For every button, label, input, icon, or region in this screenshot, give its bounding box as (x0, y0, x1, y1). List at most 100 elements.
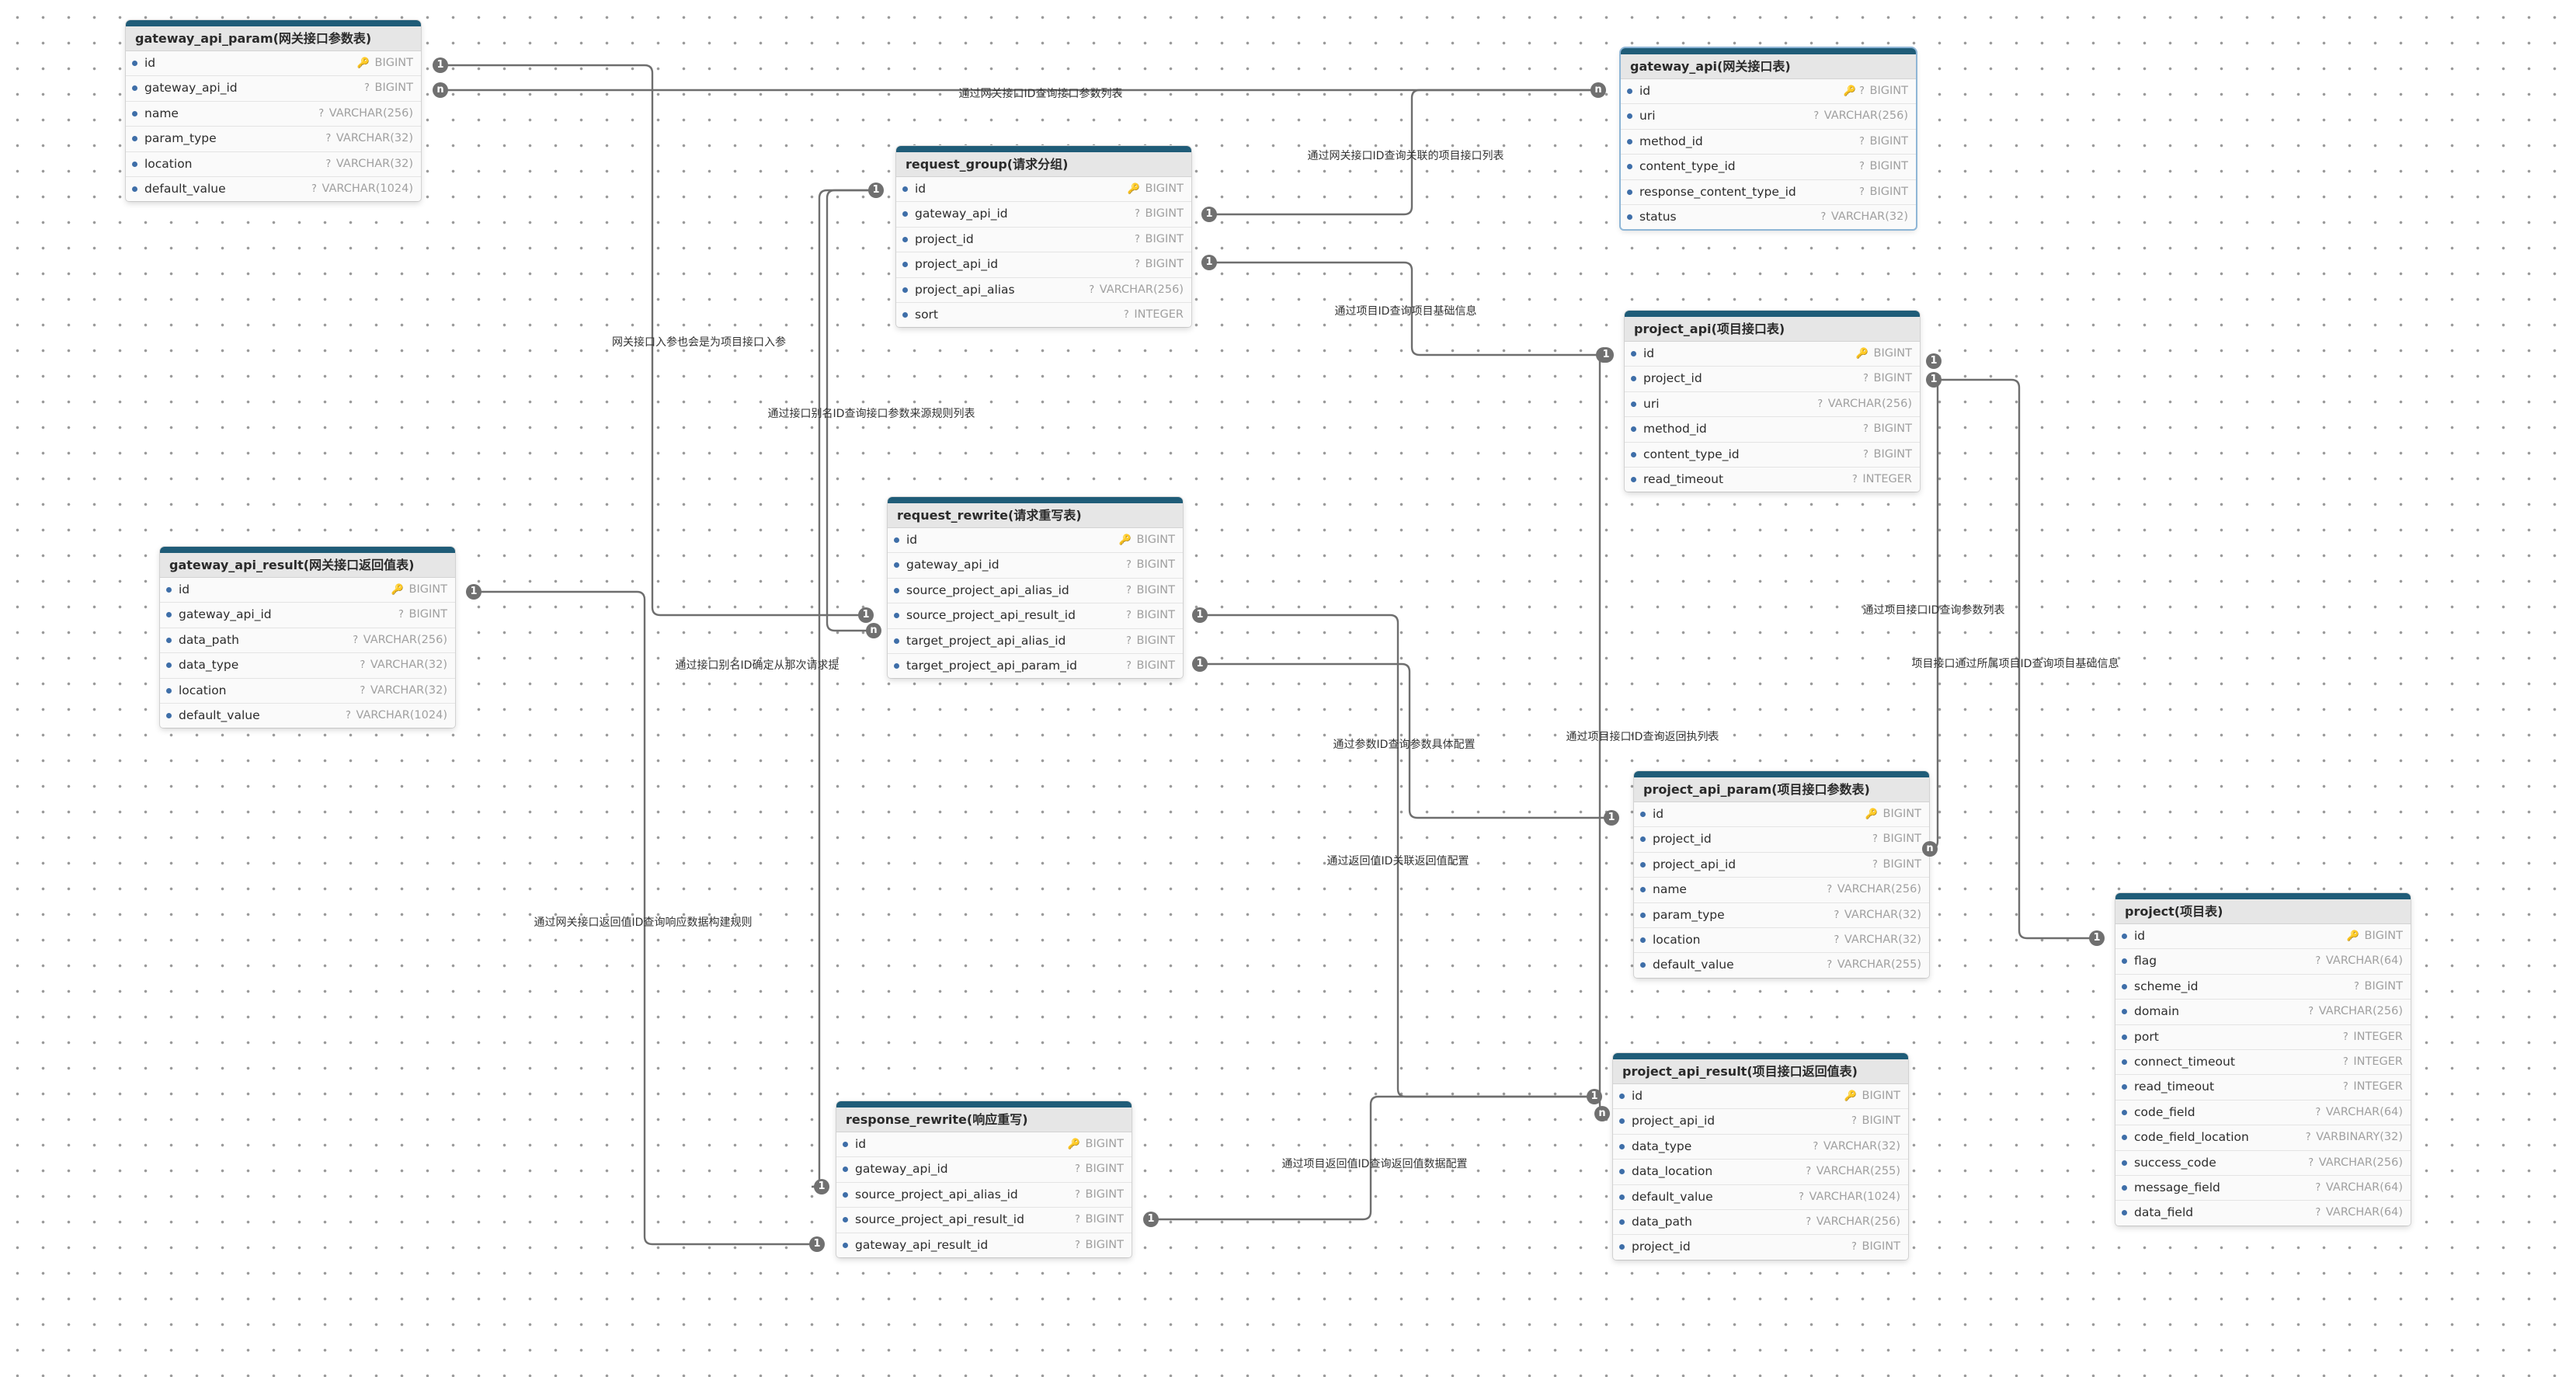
field-row[interactable]: source_project_api_alias_id? BIGINT (888, 579, 1183, 604)
edge-rr-pap[interactable] (1200, 662, 1611, 819)
field-dot-icon (902, 262, 908, 268)
field-row[interactable]: project_id? BIGINT (1634, 827, 1929, 853)
cardinality-badge: n (1590, 82, 1606, 98)
field-row[interactable]: default_value? VARCHAR(255) (1634, 953, 1929, 977)
field-row[interactable]: flag? VARCHAR(64) (2115, 949, 2411, 975)
field-row[interactable]: param_type? VARCHAR(32) (126, 127, 421, 152)
field-row[interactable]: status? VARCHAR(32) (1621, 205, 1916, 229)
field-row[interactable]: data_type? VARCHAR(32) (1613, 1135, 1908, 1160)
field-row[interactable]: connect_timeout? INTEGER (2115, 1050, 2411, 1076)
field-type-wrap: 🔑 ? BIGINT (1844, 79, 1908, 103)
field-row[interactable]: success_code? VARCHAR(256) (2115, 1151, 2411, 1176)
field-row[interactable]: sort? INTEGER (896, 303, 1191, 327)
field-name: project_id (1653, 832, 1712, 847)
field-row[interactable]: data_type? VARCHAR(32) (160, 653, 455, 679)
field-row[interactable]: target_project_api_param_id? BIGINT (888, 654, 1183, 678)
field-row[interactable]: uri? VARCHAR(256) (1621, 104, 1916, 130)
nullable-icon: ? (2315, 1106, 2321, 1118)
field-dot-icon (1619, 1194, 1625, 1200)
edge-gaid-rg[interactable] (1209, 89, 1598, 216)
field-row[interactable]: source_project_api_result_id? BIGINT (836, 1208, 1132, 1233)
field-row[interactable]: data_path? VARCHAR(256) (160, 628, 455, 654)
field-row[interactable]: id🔑 BIGINT (1613, 1084, 1908, 1110)
field-row[interactable]: location? VARCHAR(32) (126, 152, 421, 177)
edge-gar-resp[interactable] (474, 590, 815, 1246)
edge-rg-pa[interactable] (1209, 261, 1604, 356)
field-row[interactable]: response_content_type_id? BIGINT (1621, 180, 1916, 205)
field-row[interactable]: method_id? BIGINT (1625, 417, 1920, 443)
field-row[interactable]: id🔑 BIGINT (836, 1132, 1132, 1158)
field-row[interactable]: id🔑 ? BIGINT (1621, 79, 1916, 105)
field-row[interactable]: gateway_api_id? BIGINT (836, 1157, 1132, 1183)
field-row[interactable]: gateway_api_id? BIGINT (160, 603, 455, 628)
field-row[interactable]: uri? VARCHAR(256) (1625, 392, 1920, 418)
field-row[interactable]: default_value? VARCHAR(1024) (126, 177, 421, 201)
field-row[interactable]: code_field_location? VARBINARY(32) (2115, 1125, 2411, 1151)
field-row[interactable]: read_timeout? INTEGER (1625, 468, 1920, 492)
field-row[interactable]: default_value? VARCHAR(1024) (160, 704, 455, 728)
field-row[interactable]: scheme_id? BIGINT (2115, 975, 2411, 1000)
edge-rg-resp[interactable] (811, 189, 876, 1188)
field-row[interactable]: id🔑 BIGINT (2115, 924, 2411, 950)
field-row[interactable]: name? VARCHAR(256) (1634, 878, 1929, 903)
field-row[interactable]: id🔑 BIGINT (126, 51, 421, 77)
nullable-icon: ? (2315, 1181, 2321, 1194)
field-row[interactable]: project_id? BIGINT (896, 228, 1191, 253)
field-row[interactable]: default_value? VARCHAR(1024) (1613, 1185, 1908, 1210)
field-row[interactable]: project_api_id? BIGINT (1613, 1109, 1908, 1135)
field-row[interactable]: project_api_id? BIGINT (896, 252, 1191, 278)
field-row[interactable]: message_field? VARCHAR(64) (2115, 1176, 2411, 1201)
field-row[interactable]: source_project_api_alias_id? BIGINT (836, 1183, 1132, 1208)
field-row[interactable]: data_path? VARCHAR(256) (1613, 1210, 1908, 1236)
field-row[interactable]: content_type_id? BIGINT (1625, 443, 1920, 468)
field-type-wrap: ? BIGINT (1859, 130, 1908, 154)
field-row[interactable]: project_id? BIGINT (1613, 1235, 1908, 1259)
field-row[interactable]: read_timeout? INTEGER (2115, 1075, 2411, 1101)
field-type: VARCHAR(32) (1820, 1139, 1900, 1153)
edge-pa-project[interactable] (1934, 378, 2097, 940)
field-row[interactable]: data_location? VARCHAR(255) (1613, 1160, 1908, 1185)
field-row[interactable]: param_type? VARCHAR(32) (1634, 903, 1929, 928)
field-row[interactable]: code_field? VARCHAR(64) (2115, 1101, 2411, 1126)
field-type-wrap: ? BIGINT (1126, 654, 1175, 678)
field-row[interactable]: id🔑 BIGINT (1625, 342, 1920, 367)
nullable-icon: ? (2342, 1055, 2348, 1068)
field-type-wrap: ? VARCHAR(256) (1813, 104, 1908, 128)
field-row[interactable]: port? INTEGER (2115, 1025, 2411, 1050)
field-row[interactable]: location? VARCHAR(32) (1634, 928, 1929, 954)
field-row[interactable]: data_field? VARCHAR(64) (2115, 1201, 2411, 1225)
edge-resp-par[interactable] (1151, 1095, 1594, 1221)
field-row[interactable]: name? VARCHAR(256) (126, 102, 421, 127)
field-row[interactable]: project_api_alias? VARCHAR(256) (896, 278, 1191, 303)
table-title: project_api_result(项目接口返回值表) (1613, 1059, 1908, 1084)
field-row[interactable]: id🔑 BIGINT (1634, 802, 1929, 828)
field-row[interactable]: gateway_api_result_id? BIGINT (836, 1233, 1132, 1257)
field-type: INTEGER (2349, 1055, 2403, 1068)
field-row[interactable]: id🔑 BIGINT (896, 177, 1191, 203)
field-row[interactable]: target_project_api_alias_id? BIGINT (888, 629, 1183, 654)
field-row[interactable]: id🔑 BIGINT (888, 528, 1183, 554)
field-row[interactable]: gateway_api_id? BIGINT (896, 202, 1191, 228)
field-row[interactable]: method_id? BIGINT (1621, 130, 1916, 155)
field-row[interactable]: domain? VARCHAR(256) (2115, 1000, 2411, 1025)
field-row[interactable]: gateway_api_id? BIGINT (888, 553, 1183, 579)
field-row[interactable]: source_project_api_result_id? BIGINT (888, 603, 1183, 629)
field-row[interactable]: content_type_id? BIGINT (1621, 155, 1916, 180)
field-row[interactable]: id🔑 BIGINT (160, 578, 455, 603)
field-row[interactable]: project_api_id? BIGINT (1634, 853, 1929, 878)
field-row[interactable]: project_id? BIGINT (1625, 367, 1920, 392)
field-name: data_path (179, 632, 239, 647)
field-row[interactable]: location? VARCHAR(32) (160, 679, 455, 704)
edge-gap-rr[interactable] (440, 64, 866, 617)
field-row[interactable]: gateway_api_id? BIGINT (126, 76, 421, 102)
